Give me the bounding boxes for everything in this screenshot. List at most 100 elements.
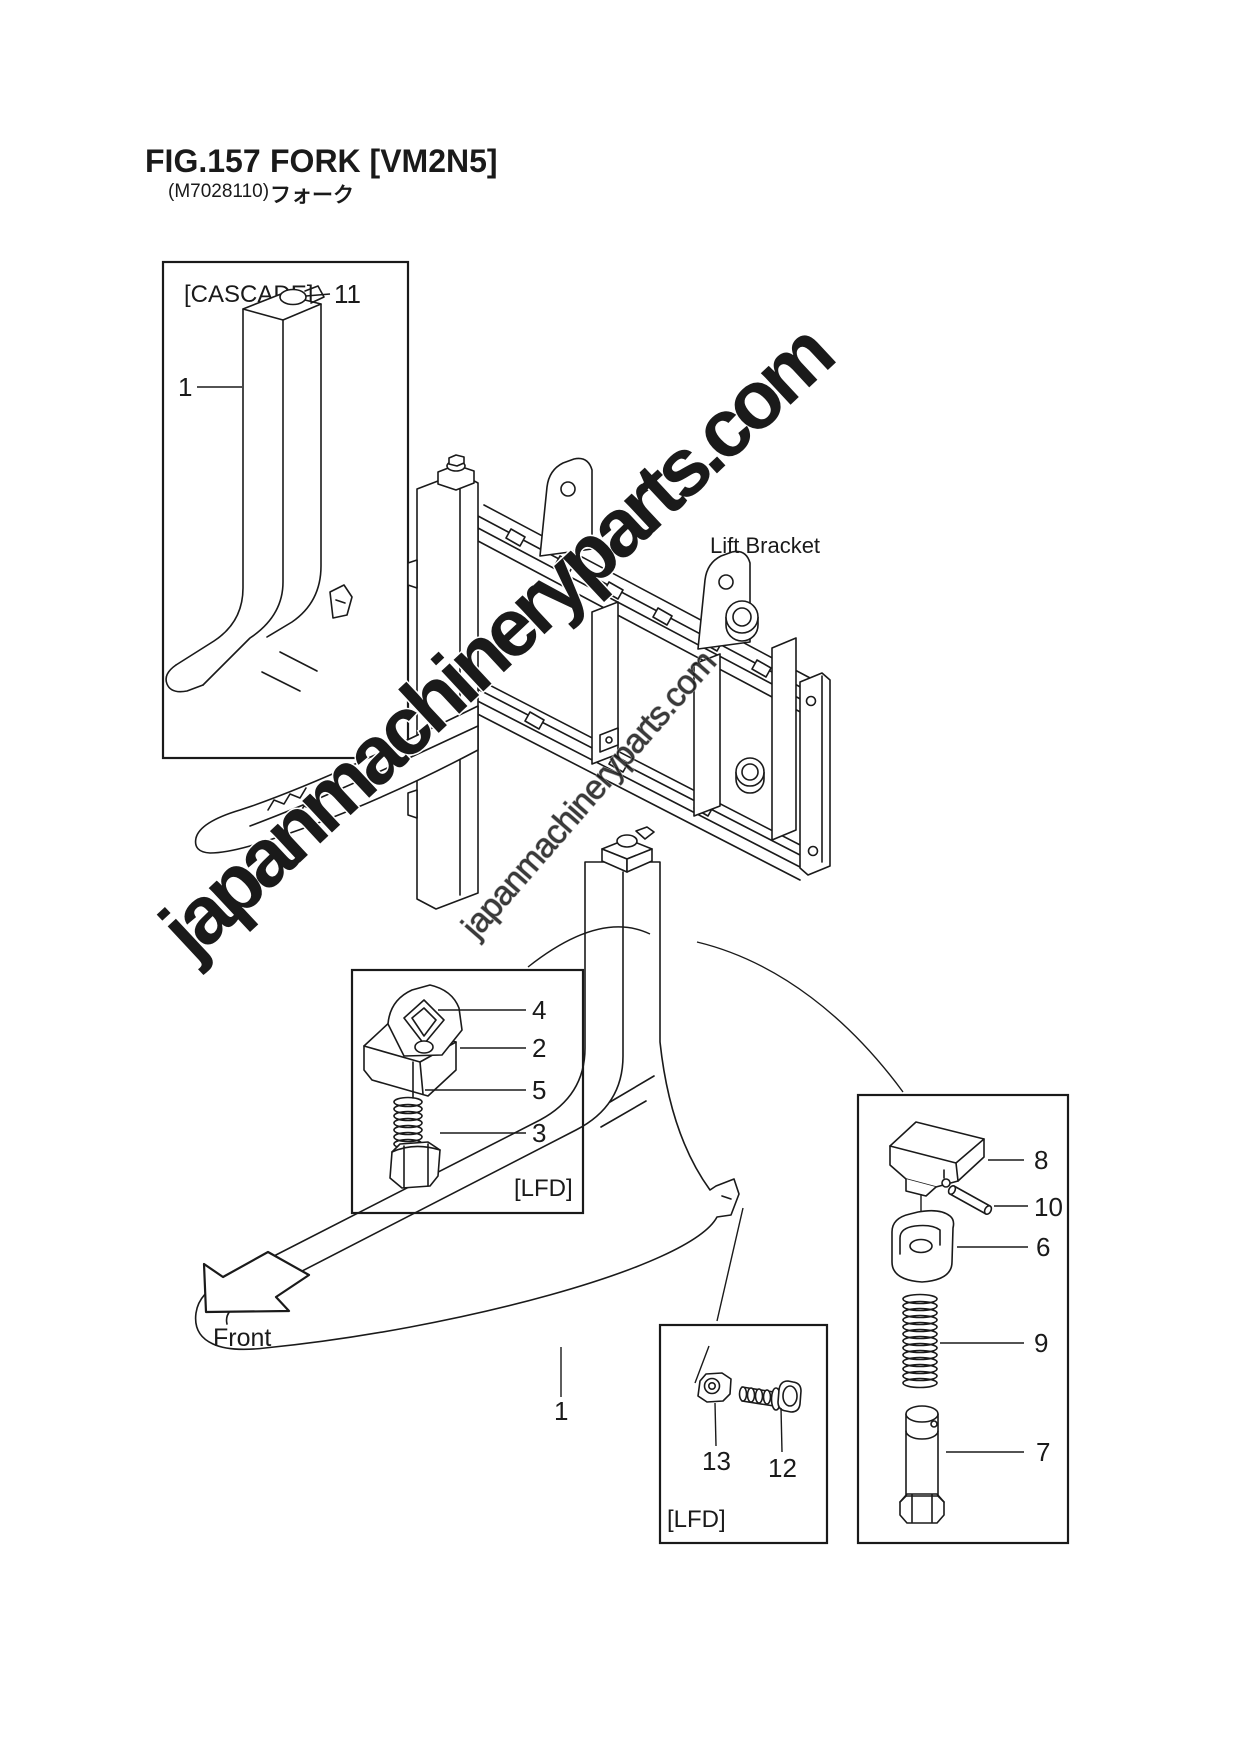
cascade-fork-drawing	[165, 285, 353, 693]
latch-dot	[605, 736, 613, 744]
leader-line	[305, 293, 331, 297]
rail-line	[467, 673, 807, 849]
reference-arc	[696, 941, 904, 1093]
plate-hole	[807, 845, 819, 857]
part-callout-8: 8	[1034, 1145, 1048, 1175]
part-callout-4: 4	[532, 995, 546, 1025]
part-callout-1-main: 1	[554, 1396, 568, 1426]
carrier-bar	[771, 637, 797, 841]
part-callout-13: 13	[702, 1446, 731, 1476]
cam-hole	[909, 1238, 933, 1254]
part-callout-7: 7	[1036, 1437, 1050, 1467]
detail-line	[335, 599, 346, 604]
bolt-head-face	[782, 1385, 798, 1407]
roller-hub	[741, 763, 759, 781]
latch-parts-box-border	[856, 1093, 1070, 1545]
plate-tabs	[407, 559, 418, 819]
part-callout-3: 3	[532, 1118, 546, 1148]
cap-tab	[448, 454, 465, 467]
part-callout-10: 10	[1034, 1192, 1063, 1222]
lift-bracket-drawing: Lift Bracket	[194, 454, 831, 910]
carrier-bar	[591, 601, 619, 765]
cascade-box-border	[161, 260, 410, 760]
rail-line	[483, 504, 813, 680]
break-line	[267, 787, 307, 811]
part-callout-6: 6	[1036, 1232, 1050, 1262]
handle-step	[905, 1179, 937, 1197]
cam-notch	[899, 1224, 941, 1255]
thread-ring	[754, 1388, 764, 1404]
detail-line	[391, 1143, 441, 1188]
fork-inner-edge	[225, 871, 624, 1325]
pin-end	[983, 1205, 993, 1215]
latch-plate	[599, 727, 619, 753]
handle-body	[889, 1121, 985, 1188]
hook-hole	[560, 481, 576, 497]
nut-hole-inner	[707, 1382, 716, 1391]
plate-hole	[805, 695, 817, 707]
pin-sides	[949, 1185, 991, 1215]
latch-guard	[387, 984, 463, 1057]
latch-tab	[635, 826, 655, 840]
fork-inner-edge	[202, 319, 284, 686]
carrier-bar	[693, 653, 721, 817]
pin-head	[414, 1040, 434, 1054]
handle-pin-hole	[941, 1178, 951, 1188]
cam-body	[891, 1209, 955, 1283]
detail-line	[905, 1430, 939, 1440]
latch-parts-panel: 8 10 6 9 7	[856, 1093, 1070, 1545]
latch-handle-drawing	[889, 1121, 985, 1197]
roller	[735, 757, 765, 787]
front-label: Front	[213, 1324, 271, 1352]
front-arrow-icon	[202, 1250, 311, 1314]
page-title: FORK [VM2N5]	[270, 143, 498, 179]
fork-tip	[165, 664, 204, 693]
blade-inner-edge	[249, 725, 479, 827]
hook-hole	[718, 574, 734, 590]
spring-large	[902, 1293, 938, 1389]
part-callout-12: 12	[768, 1453, 797, 1483]
latch-tab	[304, 285, 325, 304]
guard-window	[403, 999, 445, 1045]
part-callout-1-cascade: 1	[178, 372, 192, 402]
thread-ring	[746, 1387, 756, 1403]
fork-pin-knob	[616, 834, 638, 848]
hook-plate	[539, 457, 593, 557]
part-callout-5: 5	[532, 1075, 546, 1105]
roller	[725, 600, 759, 634]
detail-line	[261, 671, 301, 692]
pin-hole	[930, 1420, 938, 1428]
figure-number: FIG.157	[145, 143, 261, 179]
leader-line	[714, 1402, 717, 1447]
detail-line	[721, 1195, 732, 1200]
nut-drawing	[697, 1372, 732, 1403]
detail-line	[279, 651, 318, 672]
left-fork-blade	[194, 705, 479, 854]
small-pin-drawing	[947, 1185, 993, 1215]
lfd-bottom-box-border	[658, 1323, 829, 1545]
pin-body	[899, 1413, 945, 1524]
lower-rail	[461, 680, 801, 881]
part-callout-2: 2	[532, 1033, 546, 1063]
title-block: FIG.157 FORK [VM2N5] (M7028110) フォーク	[145, 143, 498, 207]
thread-ring	[738, 1386, 748, 1402]
lfd-bottom-panel: 13 12 [LFD]	[658, 1323, 829, 1545]
bolt-drawing	[738, 1380, 802, 1413]
pin-top	[905, 1405, 939, 1423]
detail-line	[600, 1075, 655, 1128]
upper-rail	[477, 515, 807, 716]
thread-ring	[762, 1389, 772, 1405]
fork-side-edge	[266, 303, 322, 638]
leader-line	[694, 1207, 744, 1384]
cascade-panel: [CASCADE] 11 1	[161, 260, 410, 760]
lock-nut	[389, 1141, 441, 1189]
spring-small	[393, 1096, 423, 1150]
pin-end	[947, 1185, 957, 1195]
latch-pin-drawing	[899, 1405, 945, 1524]
cam-drawing	[891, 1209, 955, 1283]
fork-outline-path	[175, 308, 244, 666]
reference-arc	[527, 926, 651, 968]
blade-silhouette	[194, 705, 479, 854]
